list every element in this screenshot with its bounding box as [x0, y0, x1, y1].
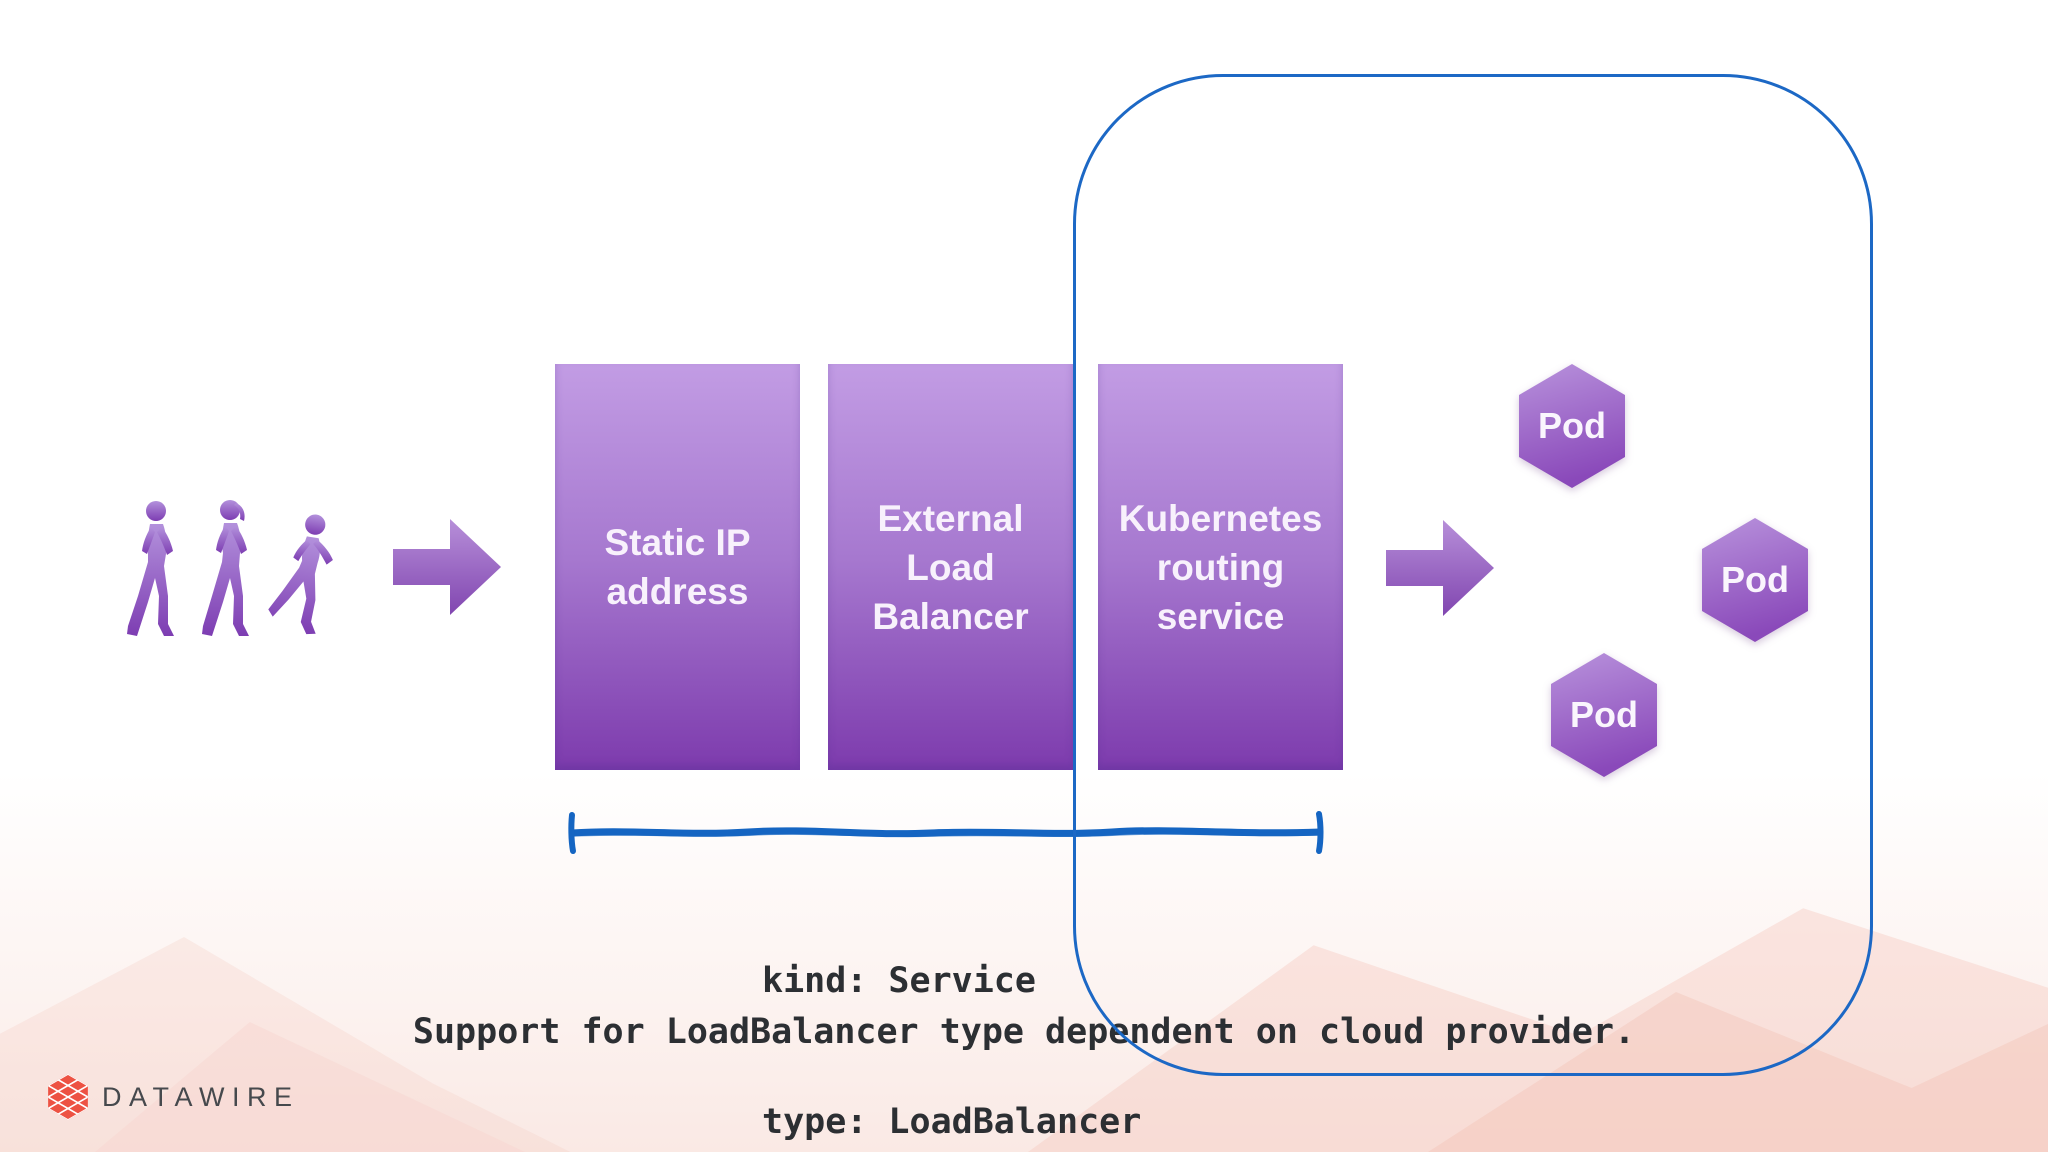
person-running-child: [268, 514, 333, 635]
walking-people-icon: [127, 500, 333, 636]
caption-text: Support for LoadBalancer type dependent …: [412, 1012, 1636, 1052]
arrow-right-icon: [1386, 520, 1494, 616]
yaml-snippet: kind: Service type: LoadBalancer: [762, 864, 1141, 1152]
yaml-kind-line: kind: Service: [762, 961, 1036, 1001]
datawire-logo: DATAWIRE: [48, 1072, 300, 1122]
box-external-load-balancer: External Load Balancer: [828, 364, 1073, 770]
pod-hex-icon: Pod: [1519, 364, 1625, 488]
datawire-wordmark: DATAWIRE: [102, 1081, 300, 1112]
datawire-hex-icon: [48, 1074, 88, 1120]
person-walking-woman: [202, 500, 249, 636]
pod-hex-icon: Pod: [1551, 653, 1657, 777]
pod-label: Pod: [1721, 559, 1789, 600]
yaml-type-line: type: LoadBalancer: [762, 1102, 1142, 1142]
cluster-boundary-outline: [1073, 74, 1873, 1076]
person-walking-man: [127, 501, 174, 636]
box-kubernetes-routing-service: Kubernetes routing service: [1098, 364, 1343, 770]
box-static-ip: Static IP address: [555, 364, 800, 770]
pod-label: Pod: [1570, 694, 1638, 735]
pod-label: Pod: [1538, 405, 1606, 446]
span-bracket: [568, 811, 1324, 854]
arrow-right-icon: [393, 519, 501, 615]
pod-hex-icon: Pod: [1702, 518, 1808, 642]
